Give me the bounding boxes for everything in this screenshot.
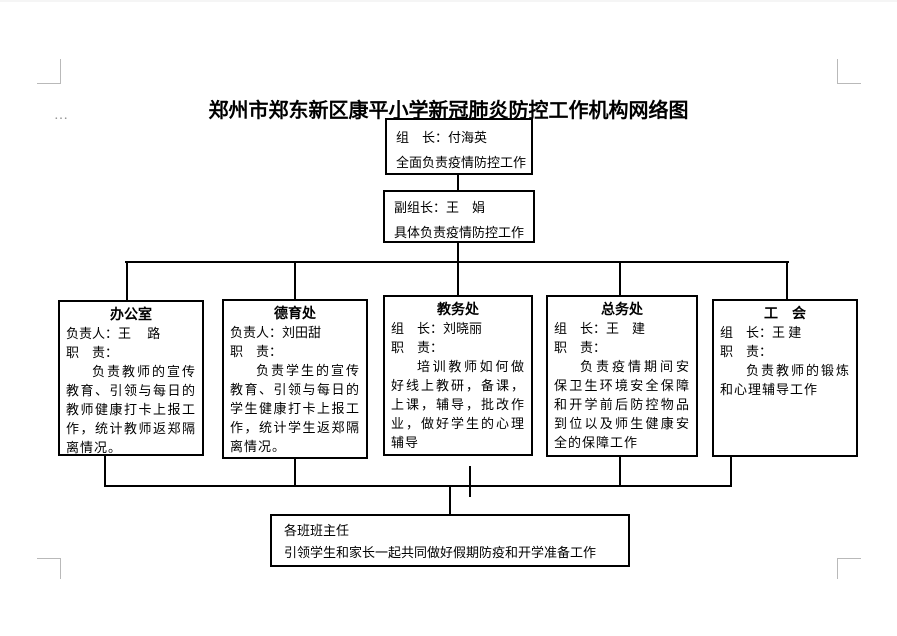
deputy-leader-box: 副组长：王 娟 具体负责疫情防控工作 [383,190,535,243]
connector-riser-academic [469,466,471,497]
connector-drop-union [786,261,788,300]
connector-drop-general [619,261,621,297]
general-affairs-title: 总务处 [601,301,643,317]
moral-education-duty-body: 负责学生的宣传教育、引领与每日的学生健康打卡上报工作，统计学生返郑隔离情况。 [230,363,360,454]
moral-education-head: 负责人：刘田甜 [230,325,322,340]
academic-affairs-duty-label: 职 责： [391,340,444,355]
class-teachers-title: 各班班主任 [284,523,350,538]
crop-mark-bottom-right-h [837,558,861,559]
connector-deputy-rail [457,243,459,262]
connector-riser-office [104,454,106,485]
class-teachers-duty: 引领学生和家长一起共同做好假期防疫和开学准备工作 [284,545,597,560]
general-affairs-duty-label: 职 责： [554,340,607,355]
connector-leader-deputy [457,175,459,190]
connector-riser-moral [294,457,296,485]
office-duty-body: 负责教师的宣传教育、引领与每日的教师健康打卡上报工作，统计教师返郑隔离情况。 [66,364,196,455]
office-head: 负责人：王 路 [66,326,161,341]
moral-education-title: 德育处 [274,305,316,321]
labor-union-duty-body: 负责教师的锻炼和心理辅导工作 [720,363,850,397]
moral-education-box: 德育处 负责人：刘田甜 职 责： 负责学生的宣传教育、引领与每日的学生健康打卡上… [222,299,368,459]
academic-affairs-duty-body: 培训教师如何做好线上教研，备课，上课，辅导，批改作业，做好学生的心理辅导 [391,359,525,450]
office-duty-label: 职 责： [66,345,119,360]
connector-drop-academic [457,261,459,297]
academic-affairs-title: 教务处 [437,301,479,317]
connector-bottom-rail [104,485,732,487]
general-affairs-head: 组 长：王 建 [554,321,646,336]
moral-education-duty-label: 职 责： [230,344,283,359]
crop-mark-bottom-left-v [60,558,61,579]
labor-union-head: 组 长：王 建 [720,325,802,340]
deputy-duty: 具体负责疫情防控工作 [394,225,525,240]
crop-mark-top-left-h [37,83,61,84]
general-affairs-box: 总务处 组 长：王 建 职 责： 负责疫情期间安保卫生环境安全保障和开学前后防控… [546,295,698,457]
margin-ellipsis: … [54,108,69,123]
academic-affairs-head: 组 长：刘晓丽 [391,321,483,336]
crop-mark-top-right-v [837,59,838,84]
deputy-role-name: 副组长：王 娟 [394,200,486,215]
general-affairs-duty-body: 负责疫情期间安保卫生环境安全保障和开学前后防控物品到位以及师生健康安全的保障工作 [554,359,690,450]
connector-drop-office [126,261,128,300]
connector-riser-general [619,455,621,485]
labor-union-duty-label: 职 责： [720,344,773,359]
crop-mark-bottom-left-h [37,558,61,559]
connector-drop-class-teachers [449,485,451,514]
crop-mark-top-right-h [837,83,861,84]
connector-riser-union [730,457,732,485]
crop-mark-top-left-v [60,59,61,84]
crop-mark-bottom-right-v [837,558,838,579]
labor-union-box: 工 会 组 长：王 建 职 责： 负责教师的锻炼和心理辅导工作 [712,299,858,457]
class-teachers-box: 各班班主任 引领学生和家长一起共同做好假期防疫和开学准备工作 [270,514,630,567]
office-box: 办公室 负责人：王 路 职 责： 负责教师的宣传教育、引领与每日的教师健康打卡上… [58,300,204,456]
labor-union-title: 工 会 [764,305,806,321]
office-title: 办公室 [110,306,152,322]
leader-role-name: 组 长：付海英 [396,130,488,145]
academic-affairs-box: 教务处 组 长：刘晓丽 职 责： 培训教师如何做好线上教研，备课，上课，辅导，批… [383,295,533,456]
connector-drop-moral [294,261,296,299]
leader-duty: 全面负责疫情防控工作 [396,155,527,170]
page-title: 郑州市郑东新区康平小学新冠肺炎防控工作机构网络图 [208,100,689,122]
leader-box: 组 长：付海英 全面负责疫情防控工作 [385,118,533,175]
